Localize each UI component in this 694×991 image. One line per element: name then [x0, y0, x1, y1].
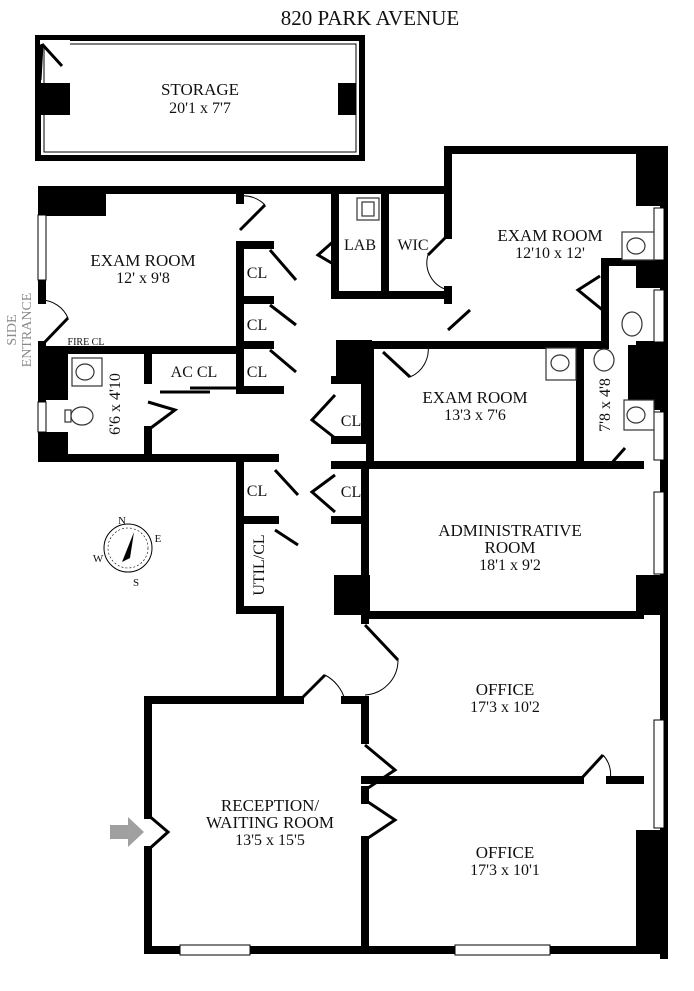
- fixtures: [64, 197, 655, 431]
- exam-upper-right-dims: 12'10 x 12': [515, 245, 585, 262]
- svg-text:ENTRANCE: ENTRANCE: [20, 293, 35, 368]
- office-2-label: OFFICE: [476, 843, 535, 862]
- exam-left-dims: 12' x 9'8: [116, 270, 170, 287]
- exam-center-label: EXAM ROOM: [422, 388, 527, 407]
- compass-icon: N E S W: [93, 515, 162, 589]
- svg-text:S: S: [133, 577, 139, 589]
- reception-label-line1: RECEPTION/: [221, 796, 320, 815]
- exam-upper-right-label: EXAM ROOM: [497, 226, 602, 245]
- room-labels: EXAM ROOM 12' x 9'8 EXAM ROOM 12'10 x 12…: [5, 226, 614, 879]
- svg-text:W: W: [93, 553, 104, 565]
- closet-label: CL: [341, 484, 361, 501]
- office-1-label: OFFICE: [476, 680, 535, 699]
- plan-title: 820 PARK AVENUE: [281, 6, 460, 30]
- admin-label-line2: ROOM: [484, 538, 535, 557]
- closet-label: CL: [341, 413, 361, 430]
- closet-label: CL: [247, 265, 267, 282]
- exam-left-label: EXAM ROOM: [90, 251, 195, 270]
- reception-label-line2: WAITING ROOM: [206, 813, 334, 832]
- svg-text:E: E: [155, 533, 162, 545]
- ac-closet-label: AC CL: [171, 364, 218, 381]
- svg-text:N: N: [118, 515, 126, 527]
- entry-arrow-icon: [110, 817, 144, 847]
- side-entrance-label: SIDE ENTRANCE: [5, 293, 35, 368]
- door-swings: [40, 195, 627, 852]
- storage-room: STORAGE 20'1 x 7'7: [35, 35, 365, 161]
- closet-label: CL: [247, 483, 267, 500]
- closet-label: CL: [247, 317, 267, 334]
- svg-text:SIDE: SIDE: [5, 314, 20, 345]
- bath-left-dims: 6'6 x 4'10: [107, 373, 124, 435]
- storage-label: STORAGE: [161, 80, 239, 99]
- bath-right-dims: 7'8 x 4'8: [597, 378, 614, 432]
- lab-label: LAB: [344, 237, 376, 254]
- admin-dims: 18'1 x 9'2: [479, 557, 541, 574]
- windows: [37, 207, 665, 956]
- wic-label: WIC: [397, 237, 428, 254]
- admin-label-line1: ADMINISTRATIVE: [438, 521, 582, 540]
- closet-label: CL: [247, 364, 267, 381]
- fire-closet-label: FIRE CL: [68, 337, 105, 348]
- reception-dims: 13'5 x 15'5: [235, 832, 305, 849]
- storage-dims: 20'1 x 7'7: [169, 100, 231, 117]
- exam-center-dims: 13'3 x 7'6: [444, 407, 506, 424]
- office-2-dims: 17'3 x 10'1: [470, 862, 540, 879]
- util-closet-label: UTIL/CL: [251, 534, 268, 595]
- office-1-dims: 17'3 x 10'2: [470, 699, 540, 716]
